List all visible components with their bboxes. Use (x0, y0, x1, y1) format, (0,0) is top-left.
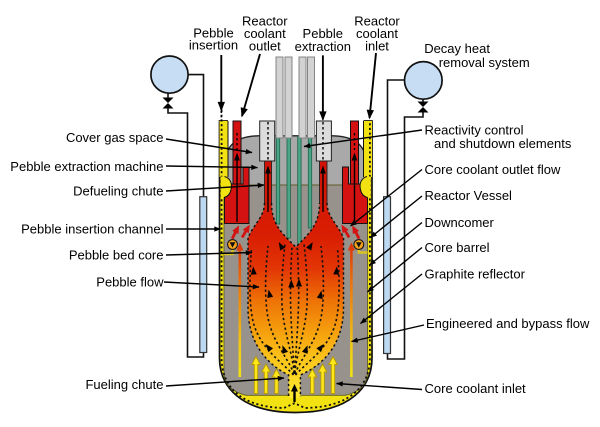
svg-text:and shutdown elements: and shutdown elements (434, 136, 572, 151)
svg-text:outlet: outlet (249, 38, 281, 53)
svg-text:Decay heat: Decay heat (424, 41, 490, 56)
svg-text:Pebble bed core: Pebble bed core (69, 248, 164, 263)
svg-text:Reactor Vessel: Reactor Vessel (425, 188, 513, 203)
svg-text:extraction: extraction (295, 39, 351, 54)
svg-text:Fueling chute: Fueling chute (85, 377, 163, 392)
svg-text:Core coolant inlet: Core coolant inlet (425, 381, 527, 396)
svg-text:coolant: coolant (244, 26, 286, 41)
svg-text:insertion: insertion (189, 37, 238, 52)
svg-text:Reactor: Reactor (242, 13, 288, 28)
svg-text:Core barrel: Core barrel (425, 240, 490, 255)
svg-text:Defueling chute: Defueling chute (73, 184, 163, 199)
svg-text:Reactor: Reactor (354, 13, 400, 28)
svg-text:inlet: inlet (365, 38, 389, 53)
svg-text:Graphite reflector: Graphite reflector (425, 267, 526, 282)
svg-text:Pebble: Pebble (303, 26, 343, 41)
svg-text:Cover gas space: Cover gas space (66, 130, 164, 145)
svg-text:Pebble flow: Pebble flow (96, 275, 164, 290)
svg-text:Pebble insertion channel: Pebble insertion channel (21, 222, 163, 237)
svg-text:Pebble: Pebble (193, 25, 233, 40)
svg-text:Reactivity control: Reactivity control (425, 123, 524, 138)
svg-text:Core coolant outlet flow: Core coolant outlet flow (425, 162, 561, 177)
svg-text:coolant: coolant (356, 26, 398, 41)
svg-text:Pebble extraction machine: Pebble extraction machine (10, 159, 163, 174)
svg-text:removal system: removal system (439, 55, 530, 70)
svg-text:Downcomer: Downcomer (425, 215, 495, 230)
svg-text:Engineered and bypass flow: Engineered and bypass flow (426, 316, 590, 331)
